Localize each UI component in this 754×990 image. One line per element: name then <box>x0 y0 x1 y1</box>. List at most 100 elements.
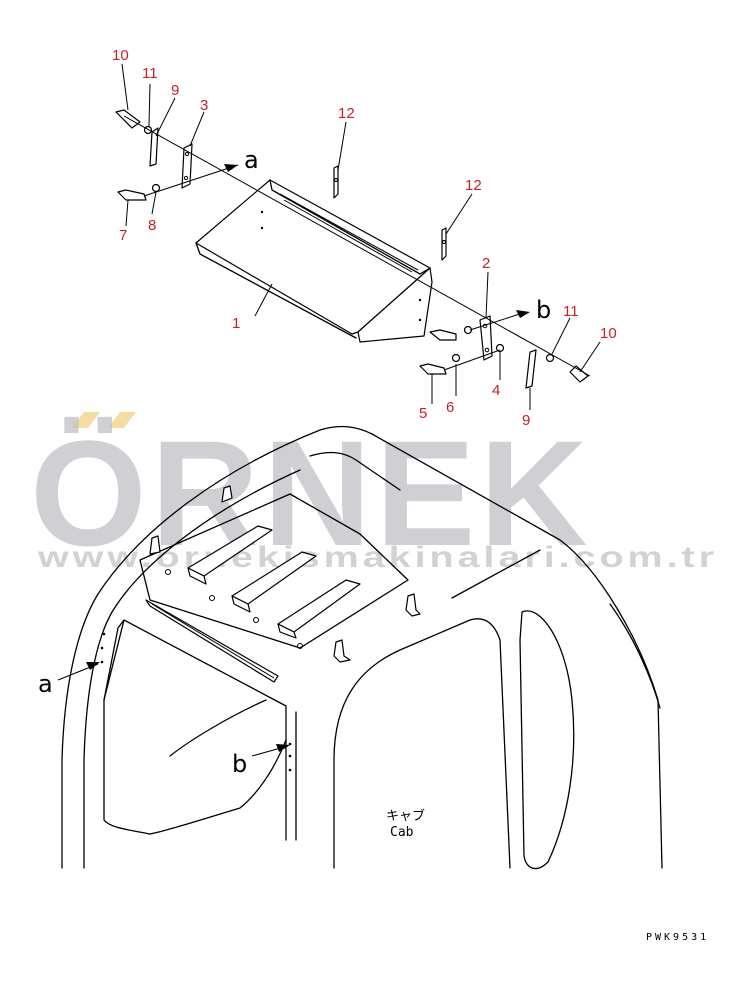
leader-10-left <box>121 63 129 111</box>
washer-4 <box>495 343 505 353</box>
leader-10-right <box>579 341 601 373</box>
callout-12-left: 12 <box>338 105 355 122</box>
washer-11-right <box>545 353 555 363</box>
assembly-axes <box>123 115 591 377</box>
cab-outline: a b キャブ Cab <box>38 425 663 870</box>
bolt-10-right <box>569 365 589 383</box>
washer-8 <box>151 183 161 193</box>
callout-12-right: 12 <box>465 177 482 194</box>
plate-3-hole <box>184 151 190 157</box>
watermark-brand: ÖRNEK <box>30 409 592 577</box>
leader-8 <box>151 191 157 215</box>
visor-rear-groove-2 <box>283 199 413 273</box>
clip-hole <box>334 178 338 182</box>
roof-peg <box>333 639 351 663</box>
panel-hole <box>260 210 264 214</box>
roof-bolt <box>165 569 171 575</box>
callout-6: 6 <box>446 399 454 416</box>
cab-window-reflection <box>169 699 267 757</box>
visor-rear-groove <box>279 193 419 271</box>
callout-8: 8 <box>148 217 156 234</box>
pin-9-right <box>525 349 537 389</box>
visor-assembly: 10 11 9 3 7 8 12 12 1 2 11 10 5 6 4 9 a … <box>112 47 617 429</box>
left-hardware <box>115 109 193 201</box>
leader-lines <box>121 63 601 410</box>
leader-11-right <box>551 317 571 355</box>
leader-2 <box>485 271 489 319</box>
mount-hole-b <box>288 768 292 772</box>
callout-3: 3 <box>200 97 208 114</box>
leader-3 <box>189 111 205 147</box>
axis-line-a <box>143 164 239 197</box>
roof-rib-1-end <box>187 567 207 585</box>
drawing-code: PWK9531 <box>646 932 709 943</box>
clip-12-right <box>441 227 447 261</box>
callout-4: 4 <box>492 382 500 399</box>
cab-door-opening <box>333 618 511 869</box>
right-hardware <box>419 315 589 389</box>
clip-hole <box>442 240 446 244</box>
view-letter-b-top: b <box>536 296 551 324</box>
cab-pillar-left <box>83 469 301 869</box>
callout-11-left: 11 <box>142 65 158 82</box>
callout-7: 7 <box>119 227 127 244</box>
bolt-7 <box>117 189 147 201</box>
bolt-upper-right <box>429 329 457 341</box>
roof-bolt <box>297 643 303 649</box>
clip-12-left <box>333 165 339 199</box>
cab-roof-rear <box>451 549 541 599</box>
roof-bolt <box>209 595 215 601</box>
arrow-a-cab-head <box>86 662 100 670</box>
cab-roof-panel <box>139 493 409 649</box>
view-letter-a-cab: a <box>38 670 53 698</box>
cab-label-jp: キャブ <box>386 808 425 824</box>
callout-9-right: 9 <box>522 412 530 429</box>
cab-roof-ridge <box>309 451 401 491</box>
cab-outer-shell <box>61 425 663 869</box>
roof-rib-3-end <box>277 623 297 639</box>
mount-hole-b <box>288 742 292 746</box>
roof-ribs <box>187 525 361 639</box>
cab-label-en: Cab <box>390 825 414 840</box>
callout-9-left: 9 <box>171 82 179 99</box>
pin-9-left <box>149 127 159 167</box>
callouts: 10 11 9 3 7 8 12 12 1 2 11 10 5 6 4 9 <box>112 47 617 429</box>
visor-side-bracket <box>357 267 433 343</box>
cab-rear-window <box>519 610 575 870</box>
leader-12-right <box>445 193 473 235</box>
visor-front-lip <box>195 242 357 339</box>
cab-front-window <box>103 619 287 835</box>
panel-hole <box>260 226 264 230</box>
axis-line-b <box>469 311 527 331</box>
bolt-10-left <box>115 109 141 129</box>
watermark-url: www.ornekismakinalari.com.tr <box>37 541 718 574</box>
leader-12-left <box>337 121 347 171</box>
roof-pegs <box>149 485 421 663</box>
roof-peg <box>405 593 421 617</box>
mount-hole-a <box>102 632 106 636</box>
plate-2-hole <box>484 347 490 353</box>
visor-panel <box>195 179 433 343</box>
view-letter-b-cab: b <box>232 750 247 778</box>
bracket-hole <box>418 298 422 302</box>
washer-6 <box>451 353 461 363</box>
watermark: ÖRNEK www.ornekismakinalari.com.tr <box>30 409 718 577</box>
axis-line <box>443 349 501 371</box>
roof-rib-3 <box>277 579 361 633</box>
callout-2: 2 <box>482 255 490 272</box>
arrow-a-top <box>224 164 238 172</box>
arrow-b-top <box>516 310 530 318</box>
view-letter-a-top: a <box>244 146 259 174</box>
callout-10-left: 10 <box>112 47 129 64</box>
roof-bolt <box>253 617 259 623</box>
visor-rear-flange <box>269 179 431 275</box>
cab-window-frame-left <box>103 619 125 701</box>
cab-rear-curve <box>609 603 661 709</box>
callout-10-right: 10 <box>600 325 617 342</box>
roof-rib-2-end <box>231 595 251 613</box>
callout-5: 5 <box>419 405 427 422</box>
arrow-b-cab-head <box>276 744 290 752</box>
mount-hole-a <box>100 646 104 650</box>
